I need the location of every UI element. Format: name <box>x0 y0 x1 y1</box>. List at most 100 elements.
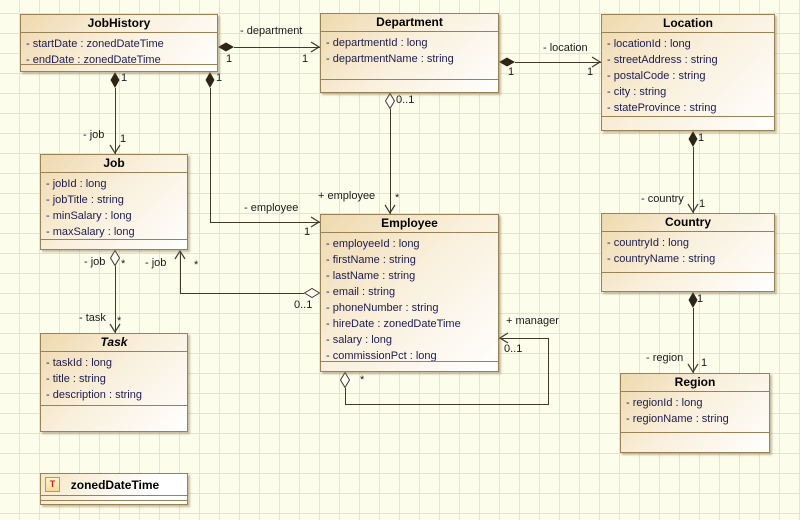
hollow-diamond-icon <box>340 372 350 388</box>
attribute[interactable]: - phoneNumber : string <box>326 302 439 314</box>
multiplicity: 1 <box>697 293 704 305</box>
multiplicity: 1 <box>701 357 708 369</box>
attribute[interactable]: - email : string <box>326 286 396 298</box>
edge-location-country[interactable] <box>693 147 694 213</box>
attributes-compartment: - locationId : long - streetAddress : st… <box>602 33 774 116</box>
attribute[interactable]: - departmentName : string <box>326 53 454 65</box>
attribute[interactable]: - lastName : string <box>326 270 416 282</box>
multiplicity: 0..1 <box>396 94 415 106</box>
attribute[interactable]: - commissionPct : long <box>326 350 437 361</box>
datatype-title: zonedDateTime <box>70 477 160 492</box>
datatype-title-row: T zonedDateTime <box>41 474 187 495</box>
multiplicity: 1 <box>587 66 594 78</box>
attribute[interactable]: - employeeId : long <box>326 238 420 250</box>
edge-label: - location <box>543 42 588 54</box>
arrowhead-down-icon <box>109 144 121 154</box>
class-title: Department <box>321 14 498 32</box>
multiplicity: 1 <box>699 198 706 210</box>
edge-employee-manager[interactable] <box>345 388 346 404</box>
attribute[interactable]: - startDate : zonedDateTime <box>26 38 164 50</box>
attributes-compartment: - startDate : zonedDateTime - endDate : … <box>21 33 217 64</box>
class-task[interactable]: Task - taskId : long - title : string - … <box>40 333 188 432</box>
edge-country-region[interactable] <box>693 308 694 373</box>
class-job[interactable]: Job - jobId : long - jobTitle : string -… <box>40 154 188 250</box>
class-region[interactable]: Region - regionId : long - regionName : … <box>620 373 770 453</box>
class-title: Employee <box>321 215 498 233</box>
edge-jobhistory-job[interactable] <box>115 88 116 154</box>
operations-compartment <box>321 79 498 92</box>
multiplicity: 1 <box>216 72 223 84</box>
attribute[interactable]: - streetAddress : string <box>607 54 718 66</box>
multiplicity: 0..1 <box>504 343 523 355</box>
attribute[interactable]: - endDate : zonedDateTime <box>26 54 161 64</box>
attribute[interactable]: - countryId : long <box>607 237 689 249</box>
hollow-diamond-icon <box>304 288 320 298</box>
attribute[interactable]: - departmentId : long <box>326 37 428 49</box>
class-employee[interactable]: Employee - employeeId : long - firstName… <box>320 214 499 372</box>
attribute[interactable]: - city : string <box>607 86 667 98</box>
class-jobhistory[interactable]: JobHistory - startDate : zonedDateTime -… <box>20 14 218 72</box>
edge-employee-job[interactable] <box>180 252 181 293</box>
attribute[interactable]: - taskId : long <box>46 357 113 369</box>
edge-employee-manager[interactable] <box>345 404 549 405</box>
attribute[interactable]: - regionId : long <box>626 397 703 409</box>
filled-diamond-icon <box>218 42 234 52</box>
edge-department-location[interactable] <box>515 62 601 63</box>
attribute[interactable]: - maxSalary : long <box>46 226 135 238</box>
edge-label: - job <box>83 129 105 141</box>
attribute[interactable]: - postalCode : string <box>607 70 706 82</box>
arrowhead-down-icon <box>109 323 121 333</box>
class-title: JobHistory <box>21 15 217 33</box>
edge-jobhistory-employee[interactable] <box>210 88 211 222</box>
operations-compartment <box>41 239 187 249</box>
attributes-compartment: - employeeId : long - firstName : string… <box>321 233 498 361</box>
arrowhead-down-icon <box>687 363 699 373</box>
datatype-compartment <box>41 499 187 505</box>
attribute[interactable]: - salary : long <box>326 334 393 346</box>
attribute[interactable]: - jobTitle : string <box>46 194 124 206</box>
class-location[interactable]: Location - locationId : long - streetAdd… <box>601 14 775 131</box>
attribute[interactable]: - stateProvince : string <box>607 102 717 114</box>
arrowhead-left-icon <box>499 332 509 344</box>
attribute[interactable]: - description : string <box>46 389 142 401</box>
edge-jobhistory-department[interactable] <box>234 47 320 48</box>
attribute[interactable]: - title : string <box>46 373 106 385</box>
operations-compartment <box>602 272 774 291</box>
attribute[interactable]: - jobId : long <box>46 178 107 190</box>
edge-jobhistory-employee[interactable] <box>210 222 320 223</box>
multiplicity: 1 <box>120 133 127 145</box>
edge-department-employee[interactable] <box>390 109 391 214</box>
datatype-zoneddatetime[interactable]: T zonedDateTime <box>40 473 188 505</box>
edge-employee-manager[interactable] <box>499 338 548 339</box>
edge-employee-job[interactable] <box>180 293 304 294</box>
attribute[interactable]: - firstName : string <box>326 254 416 266</box>
multiplicity: 1 <box>302 53 309 65</box>
datatype-compartment <box>41 495 187 500</box>
attribute[interactable]: - minSalary : long <box>46 210 132 222</box>
attribute[interactable]: - regionName : string <box>626 413 729 425</box>
hollow-diamond-icon <box>110 250 120 266</box>
attribute[interactable]: - locationId : long <box>607 38 691 50</box>
edge-employee-manager[interactable] <box>548 338 549 404</box>
operations-compartment <box>21 64 217 71</box>
class-department[interactable]: Department - departmentId : long - depar… <box>320 13 499 93</box>
attribute[interactable]: - countryName : string <box>607 253 716 265</box>
arrowhead-right-icon <box>310 216 320 228</box>
operations-compartment <box>41 405 187 431</box>
class-title: Task <box>41 334 187 352</box>
edge-label: - job <box>145 257 167 269</box>
edge-job-task[interactable] <box>115 266 116 333</box>
multiplicity: 0..1 <box>294 299 313 311</box>
filled-diamond-icon <box>499 57 515 67</box>
arrowhead-right-icon <box>591 56 601 68</box>
arrowhead-up-icon <box>174 250 186 260</box>
class-title: Country <box>602 214 774 232</box>
multiplicity: 1 <box>304 226 311 238</box>
edge-label: + manager <box>506 315 559 327</box>
edge-label: - job <box>84 256 106 268</box>
arrowhead-down-icon <box>384 204 396 214</box>
class-country[interactable]: Country - countryId : long - countryName… <box>601 213 775 292</box>
attributes-compartment: - departmentId : long - departmentName :… <box>321 32 498 79</box>
attribute[interactable]: - hireDate : zonedDateTime <box>326 318 461 330</box>
